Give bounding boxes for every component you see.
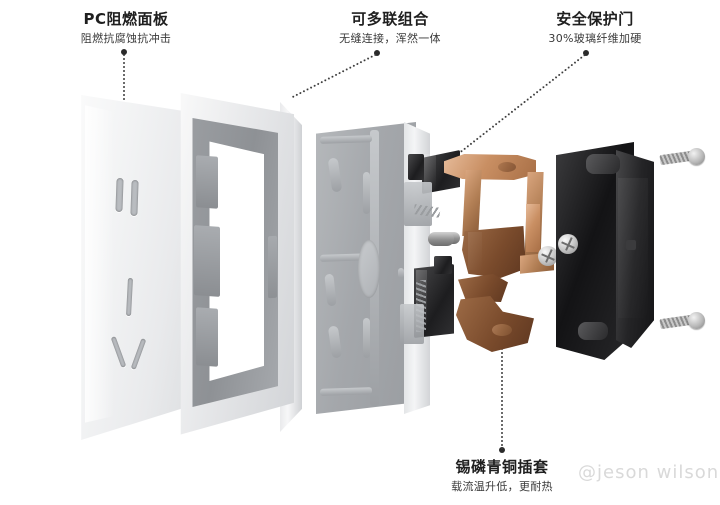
frame-clip-top (196, 155, 218, 209)
body-peg-right (398, 268, 404, 278)
shutter-upper-highlight (424, 154, 436, 190)
faceplate-highlight (84, 105, 114, 423)
part-rear-housing (556, 142, 662, 360)
leader-dot-safety-door (583, 50, 589, 56)
rear-terminal-port-bottom (578, 322, 608, 340)
callout-bronze-socket: 锡磷青铜插套 载流温升低，更耐热 (412, 458, 592, 494)
socket-slot-left (115, 177, 124, 213)
rear-terminal-screw (558, 234, 578, 254)
contact-clamp-highlight (468, 232, 482, 270)
contact-post-left (428, 232, 454, 246)
part-screw-bottom (659, 312, 714, 332)
callout-safety-door-subtitle: 30%玻璃纤维加硬 (548, 31, 642, 45)
contact-jaw-lower (456, 296, 534, 352)
contact-strap-left (462, 170, 482, 236)
callout-bronze-socket-title: 锡磷青铜插套 (455, 458, 549, 476)
screw-bottom-head (688, 312, 705, 329)
body-slot-right-top (363, 172, 370, 214)
shutter-arm-lower (434, 256, 452, 274)
callout-safety-door-title: 安全保护门 (556, 10, 634, 28)
rear-housing-mark (626, 240, 636, 250)
frame-clip-bottom (196, 307, 218, 367)
frame-clip-right (268, 235, 277, 299)
contact-jaw-hole (492, 324, 512, 336)
callout-multi-gang-subtitle: 无缝连接，浑然一体 (339, 31, 441, 45)
watermark: @jeson wilson (578, 462, 720, 483)
socket-slot-right (130, 179, 139, 217)
shutter-guide-upper (404, 182, 432, 226)
callout-safety-door: 安全保护门 30%玻璃纤维加硬 (505, 10, 685, 46)
body-slot-right-bottom (363, 318, 370, 358)
callout-pc-panel: PC阻燃面板 阻燃抗腐蚀抗冲击 (46, 10, 206, 46)
body-center-boss (358, 240, 380, 298)
shutter-arm-upper (408, 154, 424, 180)
callout-pc-panel-subtitle: 阻燃抗腐蚀抗冲击 (80, 31, 172, 45)
part-screw-top (659, 148, 714, 168)
leader-dot-multi-gang (374, 50, 380, 56)
contact-top-bridge (444, 154, 536, 180)
frame-clip-middle (194, 225, 220, 297)
contact-terminal-plate (526, 204, 540, 252)
callout-multi-gang-title: 可多联组合 (351, 10, 429, 28)
callout-multi-gang: 可多联组合 无缝连接，浑然一体 (300, 10, 480, 46)
part-mounting-frame (176, 86, 308, 438)
leader-dot-bronze-socket (499, 447, 505, 453)
leader-line-bronze-socket (501, 347, 503, 449)
contact-screw (538, 246, 558, 266)
callout-bronze-socket-subtitle: 载流温升低，更耐热 (451, 479, 553, 493)
leader-dot-pc-panel (121, 49, 127, 55)
part-bronze-contacts (428, 146, 572, 362)
callout-pc-panel-title: PC阻燃面板 (83, 10, 169, 28)
shutter-guide-lower (400, 304, 424, 344)
screw-top-head (688, 148, 705, 165)
contact-clamp-body (462, 226, 526, 278)
contact-top-hole (498, 162, 516, 172)
rear-terminal-port-top (586, 154, 620, 174)
